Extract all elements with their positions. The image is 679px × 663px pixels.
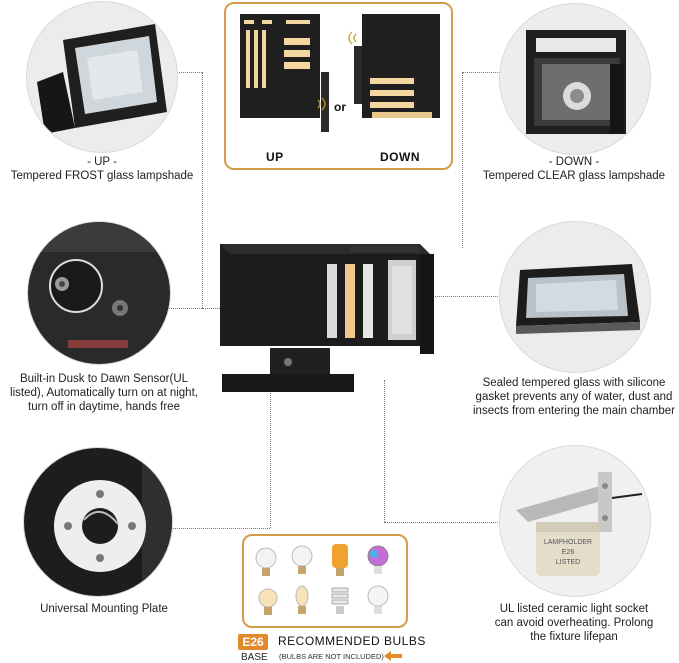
caption-line: can avoid overheating. Prolong [494,617,654,629]
base-label: BASE [241,652,268,663]
caption-line: gasket prevents any of water, dust and [475,391,673,403]
caption-line: insects from entering the main chamber [473,405,675,417]
socket-image: LAMPHOLDER E26 LISTED [500,446,650,596]
connector-line [172,72,202,73]
mounting-plate-image [24,448,172,596]
caption-line: Sealed tempered glass with silicone [482,377,666,389]
connector-line [384,380,385,522]
wall-light-fixture [220,244,434,392]
bulb-icon [255,547,277,576]
e26-badge: E26 [238,634,268,650]
sensor-caption: Built-in Dusk to Dawn Sensor(UL listed),… [0,372,208,414]
clear-glass-image [500,4,650,154]
caption-line: turn off in daytime, hands free [28,401,180,413]
connector-line [462,72,500,73]
mounting-orientation-panel: UP or DOWN [224,2,453,170]
arrow-left-icon [384,651,402,661]
caption-line: Universal Mounting Plate [40,603,168,615]
socket-label: E26 [562,549,575,556]
sensor-closeup [28,222,170,364]
or-label: or [334,100,346,114]
bulb-images [255,544,389,615]
caption-text: Tempered CLEAR glass lampshade [482,170,666,182]
bulb-icon [258,588,278,615]
caption-line: Built-in Dusk to Dawn Sensor(UL [19,373,189,385]
socket-closeup: LAMPHOLDER E26 LISTED [500,446,650,596]
socket-caption: UL listed ceramic light socket can avoid… [470,602,678,644]
caption-text: Tempered FROST glass lampshade [10,170,194,182]
connector-line [202,72,203,308]
up-label: UP [266,150,284,164]
connector-line [384,522,500,523]
frost-glass-image [27,2,177,152]
socket-label: LISTED [556,559,581,566]
bulb-icon [332,544,348,576]
frost-glass-caption: - UP - Tempered FROST glass lampshade [0,155,204,183]
caption-heading: - UP - [87,156,117,168]
sensor-image [28,222,170,364]
caption-line: the fixture lifepan [530,631,618,643]
bulbs-not-included-note: (BULBS ARE NOT INCLUDED) [279,652,384,661]
caption-line: listed), Automatically turn on at night, [10,387,198,399]
gasket-caption: Sealed tempered glass with silicone gask… [466,376,679,418]
bulb-icon [367,585,389,614]
gasket-closeup [500,222,650,372]
mounting-plate-closeup [24,448,172,596]
connector-line [462,72,463,248]
connector-line [270,390,271,528]
clear-glass-closeup [500,4,650,154]
frost-glass-closeup [27,2,177,152]
bulb-icon [367,545,389,574]
clear-glass-caption: - DOWN - Tempered CLEAR glass lampshade [474,155,674,183]
connector-line [170,528,270,529]
socket-label: LAMPHOLDER [544,539,592,546]
gasket-image [500,222,650,372]
recommended-bulbs-title: RECOMMENDED BULBS [278,634,426,648]
down-label: DOWN [380,150,420,164]
bulb-icon [295,585,309,614]
connector-line [420,296,502,297]
caption-heading: - DOWN - [548,156,600,168]
bulb-icon [331,587,349,614]
mounting-plate-caption: Universal Mounting Plate [6,602,202,616]
bulb-panel [242,534,408,628]
up-fixture-image [240,14,440,132]
caption-line: UL listed ceramic light socket [499,603,649,615]
bulb-icon [291,545,313,574]
